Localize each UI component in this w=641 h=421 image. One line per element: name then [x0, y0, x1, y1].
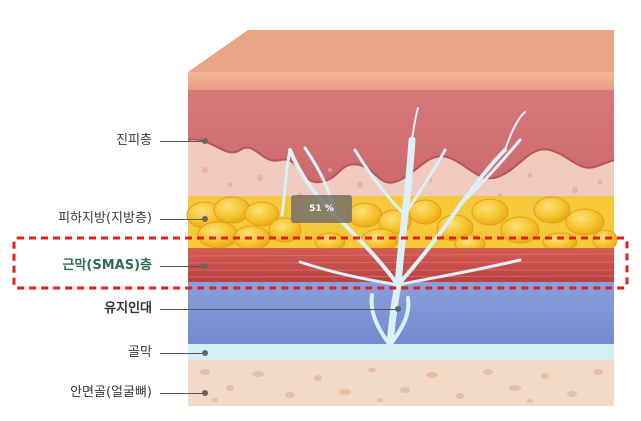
label-smas: 근막(SMAS)층 — [62, 258, 153, 273]
label-subcutaneous-fat: 피하지방(지방층) — [58, 211, 152, 226]
label-periosteum: 골막 — [128, 345, 152, 360]
leader-dot-bone — [202, 390, 208, 396]
dermis-lower-zone — [188, 139, 614, 205]
leader-line-periosteum — [160, 353, 205, 354]
epidermis-front — [188, 72, 614, 92]
leader-line-fat — [160, 219, 205, 220]
dermis-speckles — [202, 167, 603, 198]
leader-line-smas — [160, 266, 205, 267]
leader-dot-ligament — [395, 306, 401, 312]
periosteum-layer — [188, 344, 614, 360]
label-retaining-ligament: 유지인대 — [104, 301, 152, 316]
label-facial-bone: 안면골(얼굴뼈) — [70, 385, 152, 400]
leader-dot-dermis — [202, 138, 208, 144]
leader-line-dermis — [160, 141, 205, 142]
ligament-layer — [188, 282, 614, 346]
zoom-badge: 51 % — [291, 195, 352, 223]
bone-layer — [188, 360, 614, 406]
epidermis-top — [188, 30, 614, 72]
bone-pores — [200, 367, 603, 403]
label-dermis: 진피층 — [116, 133, 152, 148]
leader-line-bone — [160, 393, 205, 394]
smas-highlight-box — [12, 236, 629, 290]
dermis-wave-edge — [187, 138, 615, 184]
leader-dot-smas — [202, 263, 208, 269]
leader-dot-fat — [202, 216, 208, 222]
leader-line-ligament — [160, 309, 398, 310]
ligament-fibers — [280, 107, 526, 349]
leader-dot-periosteum — [202, 350, 208, 356]
